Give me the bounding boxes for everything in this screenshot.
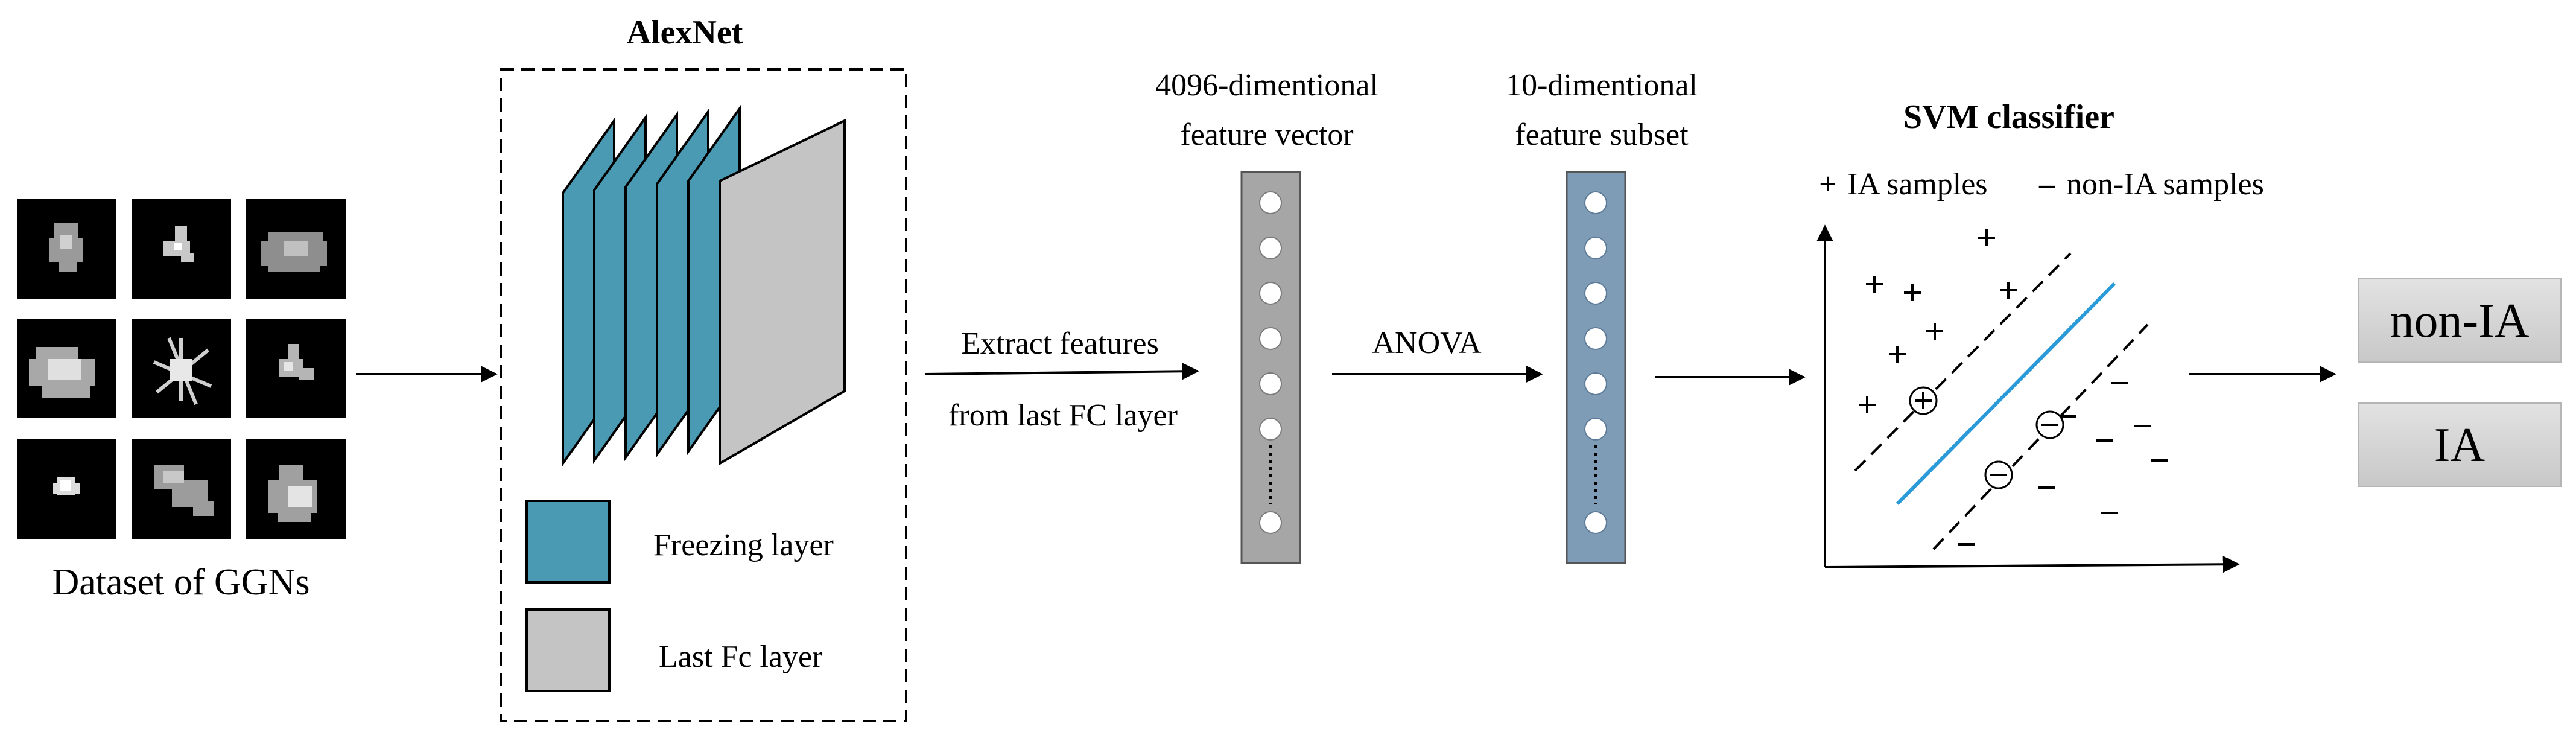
output-non-ia-label: non-IA — [2390, 294, 2529, 348]
ia-legend-label: IA samples — [1847, 167, 1988, 202]
output-non-ia: non-IA — [2358, 278, 2562, 363]
dataset-label: Dataset of GGNs — [52, 562, 309, 603]
feature-subset-label-line2: feature subset — [1515, 118, 1689, 152]
ggn-image — [17, 199, 116, 299]
ia-sample-mark — [1978, 229, 1995, 246]
extract-label-line2: from last FC layer — [948, 398, 1178, 433]
alexnet-title: AlexNet — [627, 14, 743, 51]
ia-sample-mark — [1859, 396, 1876, 413]
ia-sample-mark — [1866, 276, 1883, 293]
feature-node — [1259, 282, 1282, 305]
feature-node — [1259, 191, 1282, 214]
alexnet-frame — [500, 68, 907, 722]
feature-vector-label-line1: 4096-dimentional — [1155, 68, 1378, 103]
margin-boundary — [1932, 323, 2149, 550]
feature-node — [1259, 327, 1282, 350]
ia-sample-mark — [2000, 282, 2017, 299]
svm-legend: + IA samples – non-IA samples — [1819, 167, 2264, 202]
last-fc-legend-swatch — [525, 608, 611, 692]
feature-vector-label-line2: feature vector — [1180, 118, 1353, 152]
output-ia: IA — [2358, 402, 2562, 487]
ggn-image — [246, 439, 346, 539]
non-ia-samples — [1958, 382, 2168, 546]
feature-node — [1584, 282, 1607, 305]
feature-node — [1259, 372, 1282, 395]
feature-subset-label-line1: 10-dimentional — [1506, 68, 1698, 103]
ia-sample-mark — [1904, 284, 1921, 301]
dataset-grid — [17, 199, 346, 539]
ggn-image — [246, 199, 346, 299]
feature-node — [1259, 237, 1282, 259]
last-fc-legend-label: Last Fc layer — [659, 640, 822, 674]
feature-node — [1584, 418, 1607, 441]
svm-x-axis — [1824, 556, 2240, 573]
ggn-image — [17, 319, 116, 418]
feature-node — [1259, 511, 1282, 534]
freezing-legend-swatch — [525, 500, 611, 584]
feature-node — [1584, 372, 1607, 395]
extract-label-line1: Extract features — [961, 326, 1159, 361]
support-vector-non-ia — [2035, 410, 2064, 439]
ggn-image — [246, 319, 346, 418]
support-vector-non-ia — [1984, 460, 2013, 489]
freezing-legend-label: Freezing layer — [653, 528, 834, 562]
ggn-image — [132, 199, 231, 299]
plus-icon: + — [1819, 167, 1837, 202]
svm-hyperplane — [1896, 282, 2116, 506]
feature-node — [1584, 327, 1607, 350]
support-vector-ia — [1909, 386, 1938, 415]
ia-sample-mark — [1889, 346, 1906, 363]
feature-node — [1584, 237, 1607, 259]
ggn-image — [132, 319, 231, 418]
minus-icon: – — [2038, 167, 2055, 202]
feature-node — [1259, 418, 1282, 441]
anova-label: ANOVA — [1372, 326, 1482, 360]
svm-plot — [1816, 224, 2240, 573]
svm-title: SVM classifier — [1903, 98, 2114, 136]
feature-vector-column — [1240, 171, 1301, 564]
alexnet-layer-stack — [562, 104, 846, 468]
last-fc-layer — [719, 118, 846, 466]
feature-subset-column — [1566, 171, 1626, 564]
non-ia-legend-label: non-IA samples — [2066, 167, 2264, 202]
ggn-image — [17, 439, 116, 539]
ia-samples — [1859, 229, 2017, 413]
ia-sample-mark — [1926, 323, 1943, 340]
feature-node — [1584, 511, 1607, 534]
feature-node — [1584, 191, 1607, 214]
margin-boundary — [1854, 252, 2072, 472]
alexnet-legend: Freezing layer Last Fc layer — [525, 500, 834, 692]
output-ia-label: IA — [2434, 419, 2486, 472]
arrow-alexnet-to-vector — [924, 363, 1199, 380]
ggn-image — [132, 439, 231, 539]
